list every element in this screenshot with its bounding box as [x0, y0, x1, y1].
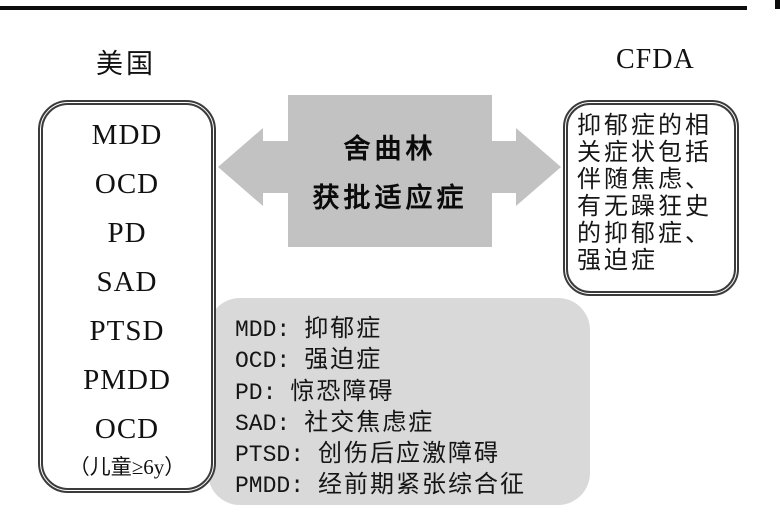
- legend-term: 社交焦虑症: [304, 409, 435, 436]
- legend-abbr: PD:: [235, 379, 277, 406]
- legend-abbr: PMDD:: [235, 473, 305, 500]
- legend-row-pd: PD: 惊恐障碍: [235, 378, 590, 409]
- abbreviation-legend-box: MDD: 抑郁症 OCD: 强迫症 PD: 惊恐障碍 SAD: 社交焦虑症 PTSD: 创…: [208, 298, 590, 505]
- arrow-shaft-right: [491, 141, 517, 193]
- page-corner-mark: [775, 0, 780, 9]
- legend-row-ptsd: PTSD: 创伤后应激障碍: [235, 440, 590, 471]
- arrow-head-right-icon: [516, 128, 561, 206]
- us-indication-pmdd: PMDD: [83, 364, 171, 396]
- cfda-text-line: 抑郁症的相: [577, 113, 712, 139]
- legend-abbr: OCD:: [235, 348, 291, 375]
- legend-row-mdd: MDD: 抑郁症: [235, 315, 590, 346]
- legend-term: 抑郁症: [304, 316, 383, 342]
- us-indication-ocd-child: OCD: [94, 413, 160, 445]
- cfda-text-line: 有无躁狂史: [577, 194, 712, 220]
- us-indication-mdd: MDD: [91, 119, 163, 151]
- arrow-shaft-left: [263, 141, 289, 193]
- drug-name: 舍曲林: [343, 134, 437, 164]
- label-cfda: CFDA: [616, 44, 695, 75]
- legend-abbr: MDD:: [235, 317, 291, 343]
- legend-row-ocd: OCD: 强迫症: [235, 346, 590, 377]
- cfda-text-line: 伴随焦虑、: [577, 167, 712, 193]
- legend-term: 经前期紧张综合征: [318, 472, 527, 499]
- cfda-text-line: 的抑郁症、: [577, 221, 712, 247]
- us-indication-pd: PD: [107, 217, 147, 249]
- us-indication-sad: SAD: [96, 266, 158, 298]
- cfda-text-line: 关症状包括: [577, 140, 712, 166]
- arrow-head-left-icon: [218, 128, 263, 206]
- legend-abbr: SAD:: [235, 410, 291, 437]
- us-indication-ocd: OCD: [94, 168, 160, 200]
- legend-row-pmdd: PMDD: 经前期紧张综合征: [235, 471, 590, 502]
- legend-term: 强迫症: [304, 347, 383, 374]
- us-indications-box: MDD OCD PD SAD PTSD PMDD OCD （儿童≥6y）: [38, 100, 216, 493]
- legend-abbr: PTSD:: [235, 442, 305, 469]
- us-indication-ptsd: PTSD: [89, 315, 165, 347]
- legend-term: 惊恐障碍: [290, 378, 395, 405]
- approval-caption: 获批适应症: [312, 183, 468, 213]
- label-usa: 美国: [96, 49, 156, 79]
- double-arrow-body: 舍曲林 获批适应症: [288, 95, 492, 247]
- legend-row-sad: SAD: 社交焦虑症: [235, 409, 590, 440]
- page-edge-rule: [0, 6, 747, 10]
- us-indication-child-age-note: （儿童≥6y）: [68, 455, 186, 479]
- legend-term: 创伤后应激障碍: [318, 441, 501, 468]
- cfda-text-line: 强迫症: [577, 248, 658, 274]
- cfda-indications-box: 抑郁症的相 关症状包括 伴随焦虑、 有无躁狂史 的抑郁症、 强迫症: [563, 100, 739, 296]
